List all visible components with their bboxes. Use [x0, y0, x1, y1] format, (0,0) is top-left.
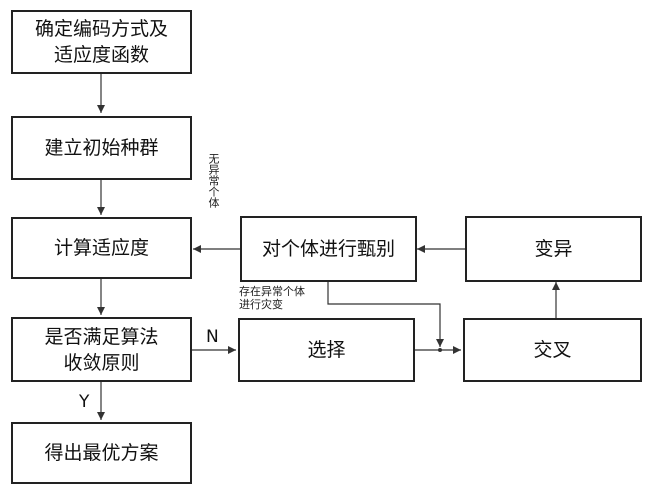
node-crossover: 交叉: [463, 318, 642, 382]
label-no-anomaly: 无异常个体: [207, 153, 220, 208]
label-yes: Y: [79, 392, 90, 412]
node-optimal: 得出最优方案: [11, 422, 192, 484]
label-anomaly: 存在异常个体 进行灾变: [239, 285, 305, 311]
node-init-population: 建立初始种群: [11, 116, 192, 180]
node-select: 选择: [238, 318, 415, 382]
junction-dot: [438, 348, 442, 352]
arrow-screening-to-catastrophe: [327, 282, 444, 347]
node-compute-fitness: 计算适应度: [11, 217, 192, 279]
label-no: N: [206, 327, 219, 347]
node-screening: 对个体进行甄别: [240, 216, 417, 282]
node-convergence: 是否满足算法 收敛原则: [11, 317, 192, 382]
node-mutation: 变异: [465, 216, 642, 282]
node-encoding: 确定编码方式及 适应度函数: [11, 10, 192, 74]
